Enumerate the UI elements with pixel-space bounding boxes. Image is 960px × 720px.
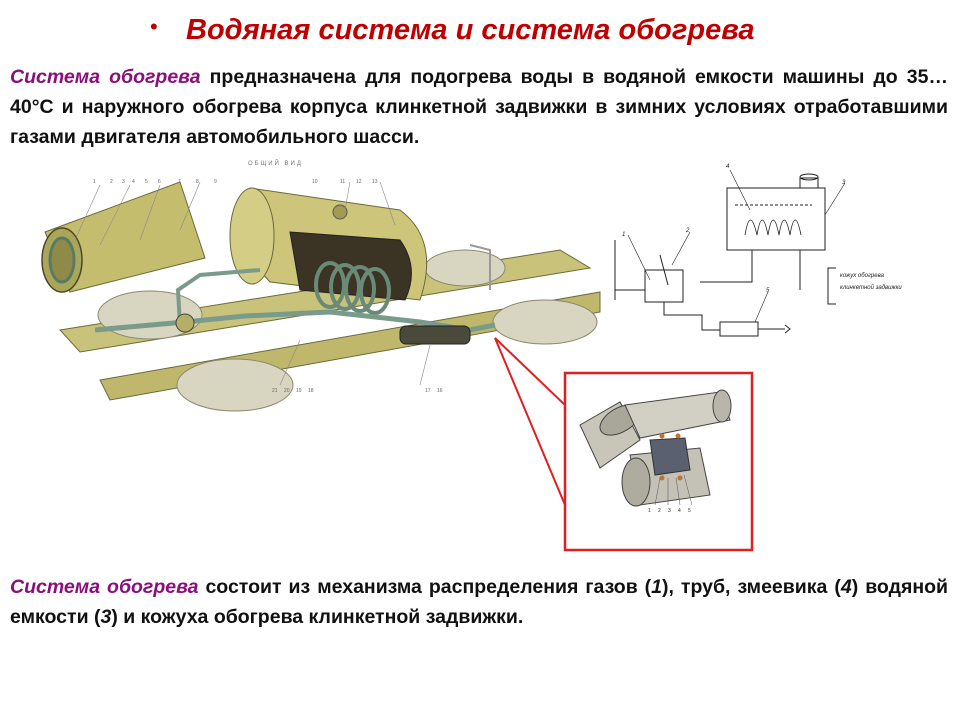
inset-number: 2 (658, 508, 661, 514)
ref-number-4: 4 (840, 576, 852, 598)
overview-number: 7 (178, 179, 181, 185)
overview-number: 10 (312, 179, 318, 185)
overview-number: 4 (132, 179, 135, 185)
slide-title: Водяная система и система обогрева (186, 14, 755, 46)
composition-text-2: ), труб, змеевика ( (662, 576, 841, 598)
schematic-number: 3 (842, 180, 846, 186)
schematic-label: кожух обогрева (840, 273, 885, 279)
schematic-label: клинкетной задвижки (840, 284, 902, 291)
overview-number: 8 (196, 179, 199, 185)
overview-number: 19 (296, 388, 302, 394)
inset-number: 5 (688, 508, 691, 514)
overview-number: 3 (122, 179, 125, 185)
composition-text-1: состоит из механизма распределения газов… (198, 576, 652, 598)
schematic-number: 4 (726, 164, 730, 170)
purpose-text: предназначена для подогрева воды в водян… (10, 66, 948, 148)
inset-number: 3 (668, 508, 671, 514)
overview-number: 21 (272, 388, 278, 394)
term-heating-system: Система обогрева (10, 576, 199, 598)
overview-number: 13 (372, 179, 378, 185)
inset-number: 1 (648, 508, 651, 514)
ref-number-3: 3 (100, 606, 112, 628)
overview-number: 11 (340, 179, 345, 185)
inset-number: 4 (678, 508, 681, 514)
paragraph-purpose: Система обогрева предназначена для подог… (10, 62, 948, 152)
schematic-diagram (614, 169, 846, 337)
overview-number: 17 (425, 388, 431, 394)
overview-number: 9 (214, 179, 217, 185)
title-bullet: • (150, 14, 158, 39)
figure-heating-system: ОБЩИЙ ВИД (41, 159, 902, 552)
overview-number: 18 (308, 388, 314, 394)
schematic-number: 1 (622, 232, 625, 238)
overview-number: 5 (145, 179, 148, 185)
overview-label: ОБЩИЙ ВИД (248, 159, 303, 167)
overview-number: 2 (110, 179, 113, 185)
overview-number: 1 (93, 179, 96, 185)
composition-text-3: ) водяной емкости ( (10, 576, 949, 628)
overview-number: 20 (284, 388, 290, 394)
term-heating-system: Система обогрева (10, 66, 201, 88)
overview-number: 16 (437, 388, 443, 394)
schematic-number: 5 (766, 288, 770, 294)
overview-illustration: ОБЩИЙ ВИД (41, 159, 601, 412)
ref-number-1: 1 (651, 576, 663, 598)
inset-valve-illustration: 1 2 3 4 5 (579, 389, 732, 514)
overview-number: 6 (158, 179, 161, 185)
schematic-number: 2 (685, 228, 690, 234)
composition-text-4: ) и кожуха обогрева клинкетной задвижки. (111, 606, 524, 628)
paragraph-composition: Система обогрева состоит из механизма ра… (10, 572, 948, 632)
overview-number: 12 (356, 179, 362, 185)
